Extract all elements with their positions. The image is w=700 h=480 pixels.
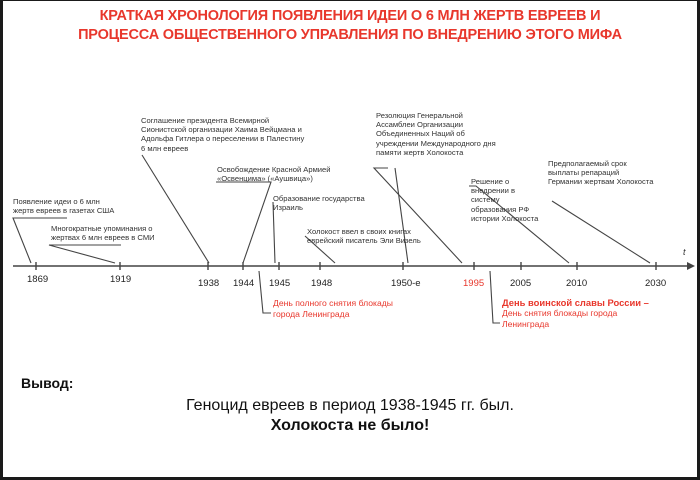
slide-title: КРАТКАЯ ХРОНОЛОГИЯ ПОЯВЛЕНИЯ ИДЕИ О 6 МЛ… [3, 7, 697, 45]
leader-1944 [216, 181, 272, 264]
year-2005: 2005 [510, 278, 532, 289]
red-note-1944-line: города Ленинграда [273, 309, 350, 319]
annotation-2030: Предполагаемый срок выплаты репараций Ге… [548, 159, 653, 187]
annotation-2010-line: образования РФ [471, 204, 530, 214]
annotation-1919: Многократные упоминания о жертвах 6 млн … [51, 224, 155, 242]
leader-1950 [394, 167, 409, 264]
year-1945: 1945 [269, 278, 291, 289]
title-line-2: ПРОЦЕССА ОБЩЕСТВЕННОГО УПРАВЛЕНИЯ ПО ВНЕ… [78, 27, 622, 43]
annotation-1948: Образование государства Израиль [273, 194, 365, 212]
year-1950s: 1950-е [391, 278, 421, 289]
conclusion-line-2: Холокоста не было! [270, 417, 430, 434]
annotation-1948-line: Израиль [273, 203, 304, 213]
annotation-2010: Решение о внедрении в систему образовани… [471, 177, 538, 223]
annotation-1945-line: «Освенцима» («Аушвица») [217, 174, 313, 184]
leader-2005 [372, 167, 463, 264]
annotation-1938-line: 6 млн евреев [141, 143, 189, 153]
annotation-1938: Соглашение президента Всемирной Сионистс… [141, 116, 304, 153]
annotation-1869: Появление идеи о 6 млн жертв евреев в га… [13, 197, 114, 215]
annotation-1938-line: Соглашение президента Всемирной [141, 116, 270, 125]
year-1919: 1919 [110, 274, 132, 285]
annotation-2010-line: истории Холокоста [471, 213, 539, 223]
conclusion-line-1: Геноцид евреев в период 1938-1945 гг. бы… [186, 397, 514, 414]
timeline-axis-arrow [687, 262, 695, 270]
red-note-1995-line: Ленинграда [502, 319, 550, 329]
red-leader-1944 [258, 270, 271, 314]
annotation-1919-line: жертвах 6 млн евреев в СМИ [51, 233, 155, 243]
year-2010: 2010 [566, 278, 588, 289]
annotation-2005-line: Объединенных Наций об [376, 129, 465, 139]
timeline-lines [12, 154, 695, 324]
red-note-1944: День полного снятия блокады города Ленин… [273, 298, 393, 320]
leader-1919 [48, 244, 121, 264]
leader-lines [12, 154, 651, 264]
red-leader-lines [258, 270, 500, 324]
year-1938: 1938 [198, 278, 220, 289]
year-2030: 2030 [645, 278, 667, 289]
timeline-ticks [35, 262, 657, 270]
annotation-2005: Резолюция Генеральной Ассамблеи Организа… [376, 111, 496, 157]
red-note-1995-heading: День воинской славы России – [502, 297, 649, 308]
annotation-1938-line: Адольфа Гитлера о переселении в Палестин… [141, 134, 305, 144]
year-1948: 1948 [311, 278, 333, 289]
annotation-1869-line: Появление идеи о 6 млн [13, 197, 100, 206]
annotation-1950s-line: Холокост ввел в своих книгах [307, 227, 411, 236]
leader-1938 [141, 154, 210, 264]
annotation-1938-line: Сионистской организации Хаима Вейцмана и [141, 125, 302, 135]
leader-2010 [469, 185, 570, 264]
leader-1948 [304, 235, 336, 264]
red-note-1995: День воинской славы России – День снятия… [502, 297, 649, 330]
annotation-2010-line: Решение о [471, 177, 510, 186]
leader-1945 [272, 201, 276, 264]
annotation-1948-line: Образование государства [273, 194, 365, 203]
annotation-1950s: Холокост ввел в своих книгах еврейский п… [307, 227, 421, 245]
red-leader-1995 [489, 270, 500, 324]
annotation-1869-line: жертв евреев в газетах США [13, 206, 115, 216]
annotation-2005-line: Резолюция Генеральной [376, 111, 463, 120]
annotation-2030-line: Предполагаемый срок [548, 159, 627, 168]
annotation-2010-line: систему [471, 195, 500, 205]
title-line-1: КРАТКАЯ ХРОНОЛОГИЯ ПОЯВЛЕНИЯ ИДЕИ О 6 МЛ… [99, 8, 601, 24]
annotation-2030-line: выплаты репараций [548, 168, 620, 178]
annotation-1950s-line: еврейский писатель Эли Визель [307, 236, 421, 246]
annotation-1945: Освобождение Красной Армией «Освенцима» … [217, 165, 331, 183]
annotation-2005-line: учреждении Международного дня [376, 138, 496, 148]
year-1995: 1995 [463, 278, 485, 289]
annotation-2005-line: памяти жертв Холокоста [376, 147, 464, 157]
conclusion-label: Вывод: [21, 375, 74, 391]
leader-2030 [551, 200, 651, 264]
annotation-1945-line: Освобождение Красной Армией [217, 165, 331, 174]
year-1869: 1869 [27, 274, 49, 285]
red-note-1944-line: День полного снятия блокады [273, 298, 393, 308]
red-note-1995-line: День снятия блокады города [502, 308, 618, 318]
axis-end-label: t [683, 247, 686, 257]
annotation-2005-line: Ассамблеи Организации [376, 120, 463, 130]
annotation-1919-line: Многократные упоминания о [51, 224, 153, 233]
leader-1869 [12, 217, 67, 264]
annotation-2010-line: внедрении в [471, 186, 515, 196]
year-1944: 1944 [233, 278, 255, 289]
annotation-2030-line: Германии жертвам Холокоста [548, 177, 654, 187]
slide: КРАТКАЯ ХРОНОЛОГИЯ ПОЯВЛЕНИЯ ИДЕИ О 6 МЛ… [3, 1, 697, 477]
